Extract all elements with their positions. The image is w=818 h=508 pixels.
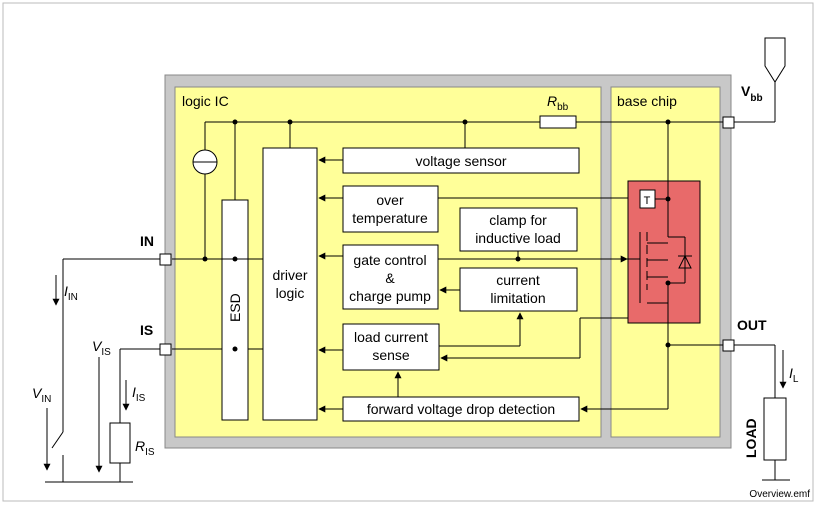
- current-limitation-label-1: current: [496, 272, 540, 288]
- voltage-sensor-label: voltage sensor: [415, 153, 506, 169]
- load-sense-label-1: load current: [354, 329, 428, 345]
- ris-label: RIS: [135, 438, 155, 458]
- vbb-pin: [722, 116, 735, 129]
- forward-drop-label: forward voltage drop detection: [367, 401, 555, 417]
- iis-label: IIS: [132, 384, 146, 404]
- load-resistor: [763, 397, 787, 461]
- clamp-label-2: inductive load: [475, 230, 561, 246]
- caption: Overview.emf: [749, 489, 810, 500]
- over-temp-label-2: temperature: [352, 210, 428, 226]
- clamp-label-1: clamp for: [489, 212, 547, 228]
- vbb-label: Vbb: [741, 83, 763, 104]
- load-current-sense-block: [342, 323, 440, 371]
- voltage-sensor-block: [342, 147, 580, 174]
- out-label: OUT: [737, 317, 767, 333]
- gate-control-label-2: &: [385, 270, 395, 286]
- vis-label: VIS: [92, 338, 111, 358]
- current-limitation-block: [459, 267, 578, 312]
- vbb-connector: [764, 37, 786, 83]
- load-label: LOAD: [743, 418, 759, 458]
- esd-block: [221, 199, 249, 421]
- rbb-resistor: [539, 115, 577, 129]
- load-sense-label-2: sense: [372, 347, 410, 363]
- esd-label: ESD: [227, 293, 243, 322]
- in-label: IN: [140, 233, 154, 249]
- iin-label: IIN: [64, 283, 78, 303]
- power-fet-block: [627, 180, 701, 324]
- rbb-label: Rbb: [547, 93, 569, 113]
- driver-logic-block: [262, 147, 318, 421]
- over-temp-label-1: over: [376, 192, 404, 208]
- logic-ic-label: logic IC: [182, 93, 229, 109]
- gate-control-label-1: gate control: [353, 252, 426, 268]
- gate-control-block: [342, 244, 439, 310]
- current-limitation-label-2: limitation: [490, 290, 545, 306]
- ris-resistor: [109, 422, 131, 464]
- out-pin: [722, 339, 735, 352]
- clamp-block: [459, 207, 578, 252]
- driver-logic-label-1: driver: [272, 267, 307, 283]
- body-diode-icon: [678, 254, 692, 269]
- il-label: IL: [789, 365, 799, 385]
- driver-logic-label-2: logic: [276, 285, 305, 301]
- over-temperature-block: [342, 185, 439, 233]
- forward-voltage-drop-block: [342, 396, 580, 422]
- thermal-sensor-label: T: [644, 195, 651, 207]
- image-border: [2, 2, 814, 502]
- vin-label: VIN: [32, 385, 51, 405]
- base-chip-label: base chip: [617, 93, 677, 109]
- is-label: IS: [140, 322, 153, 338]
- is-pin: [159, 343, 172, 356]
- in-pin: [159, 253, 172, 266]
- gate-control-label-3: charge pump: [349, 288, 431, 304]
